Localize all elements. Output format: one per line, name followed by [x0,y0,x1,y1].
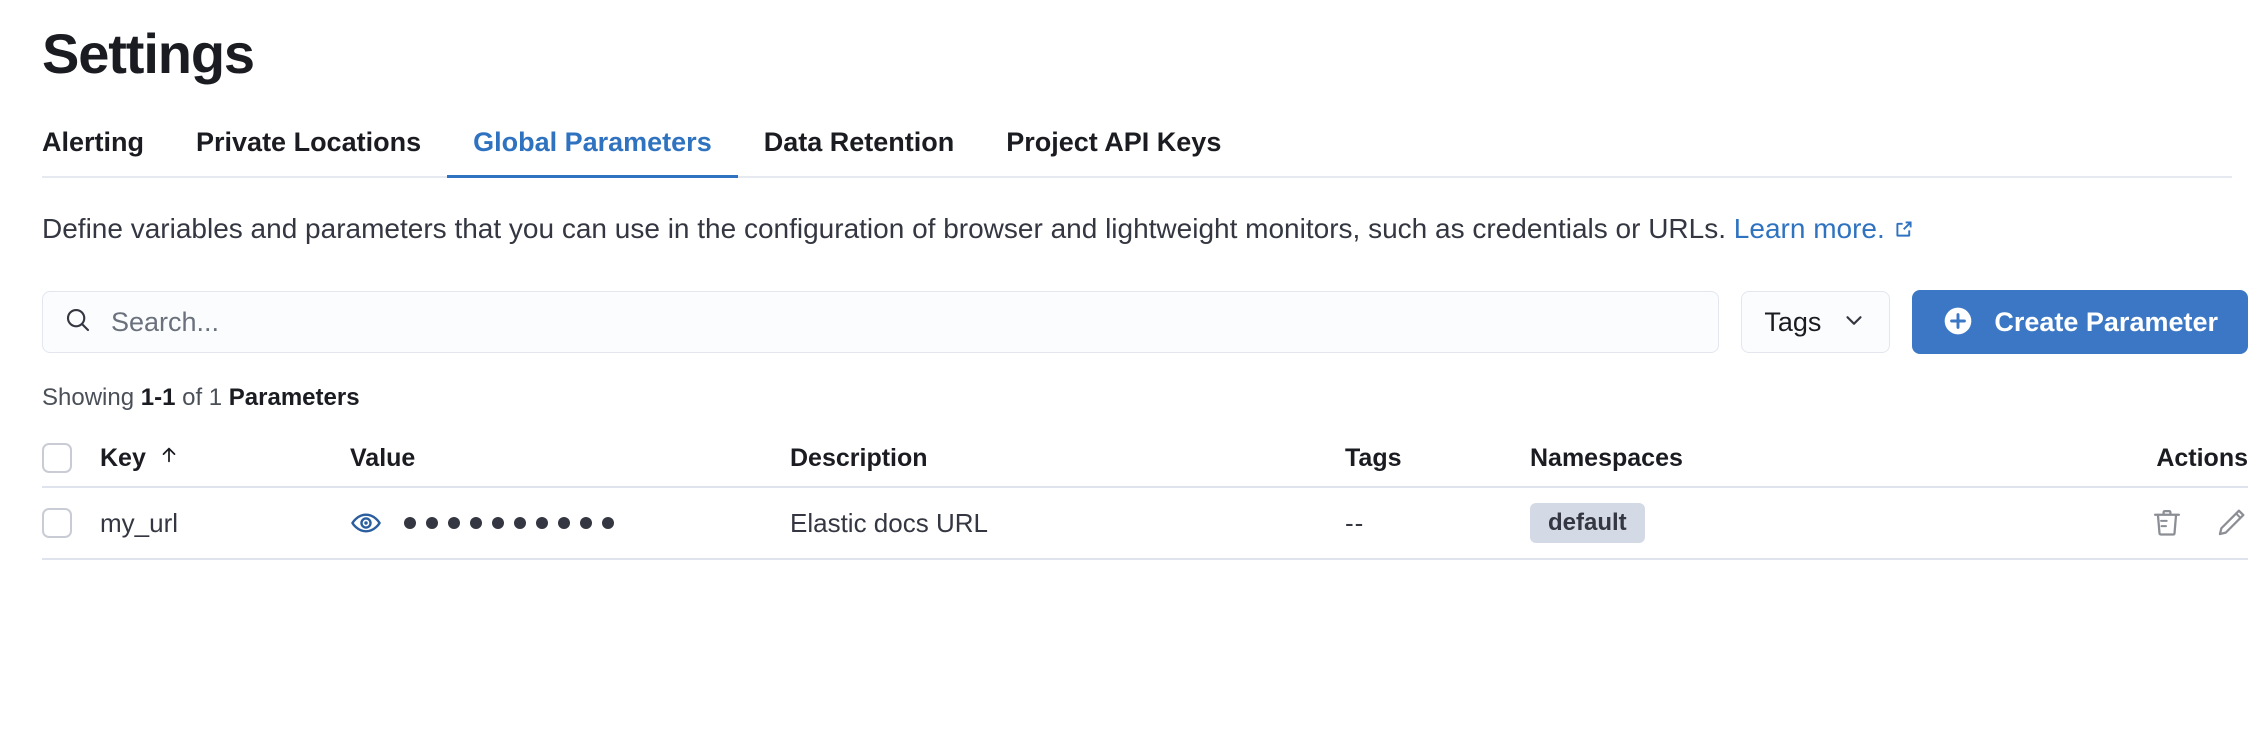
results-count: Showing 1-1 of 1 Parameters [42,384,2238,412]
results-prefix: Showing [42,384,141,412]
column-header-tags[interactable]: Tags [1345,444,1530,473]
tab-label: Project API Keys [1006,127,1222,157]
plus-circle-icon [1942,305,1974,340]
tab-alerting[interactable]: Alerting [42,127,170,176]
tags-filter-label: Tags [1764,306,1822,337]
table-header-row: Key Value Description Tags Namespaces [42,430,2248,489]
row-select-checkbox[interactable] [42,508,72,539]
cell-value [350,507,790,539]
column-header-label: Value [350,443,416,472]
cell-description: Elastic docs URL [790,507,988,538]
table-row[interactable]: my_url Elastic docs URL -- default [42,488,2248,561]
learn-more-link[interactable]: Learn more. [1734,213,1915,244]
column-header-label: Description [790,443,928,472]
masked-value [404,517,614,530]
column-header-key[interactable]: Key [100,444,350,473]
chevron-down-icon [1841,307,1867,338]
column-header-label: Namespaces [1530,443,1683,472]
select-all-cell [42,443,100,474]
cell-key: my_url [100,507,179,538]
create-parameter-label: Create Parameter [1994,306,2218,337]
results-range: 1-1 [140,384,176,412]
tab-label: Alerting [42,127,145,157]
external-link-icon [1893,210,1915,253]
tags-filter-button[interactable]: Tags [1741,291,1891,354]
column-header-value[interactable]: Value [350,444,790,473]
search-input[interactable]: Search... [42,291,1720,354]
tab-data-retention[interactable]: Data Retention [738,127,981,176]
pencil-icon[interactable] [2214,506,2248,540]
column-header-namespaces[interactable]: Namespaces [1530,444,2108,473]
search-placeholder: Search... [111,306,220,337]
cell-actions [2108,506,2248,540]
column-header-label: Tags [1345,443,1402,472]
search-icon [63,305,93,340]
row-select-cell [42,508,100,539]
tab-label: Data Retention [763,127,955,157]
column-header-description[interactable]: Description [790,444,1345,473]
learn-more-label: Learn more. [1733,212,1885,244]
results-noun: Parameters [228,384,360,412]
select-all-checkbox[interactable] [42,443,72,474]
namespace-badge: default [1530,503,1645,544]
cell-tags: -- [1345,507,1365,538]
settings-tabs: Alerting Private Locations Global Parame… [42,127,2232,178]
tab-private-locations[interactable]: Private Locations [170,127,447,176]
description-body: Define variables and parameters that you… [42,212,1727,244]
trash-icon[interactable] [2150,506,2184,540]
description-text: Define variables and parameters that you… [42,208,2162,253]
controls-row: Search... Tags Create Parameter [42,290,2248,355]
column-header-actions: Actions [2108,444,2248,473]
tab-global-parameters[interactable]: Global Parameters [447,127,738,178]
parameters-table: Key Value Description Tags Namespaces [42,430,2248,561]
eye-icon[interactable] [350,507,382,539]
column-header-label: Key [100,443,146,472]
tab-label: Global Parameters [473,127,712,157]
page-title: Settings [42,22,255,85]
tab-project-api-keys[interactable]: Project API Keys [980,127,1247,176]
cell-namespaces: default [1530,503,2108,544]
results-middle: of 1 [175,384,229,412]
tab-label: Private Locations [196,127,422,157]
column-header-label: Actions [2156,443,2248,472]
arrow-up-icon [158,444,180,473]
create-parameter-button[interactable]: Create Parameter [1912,290,2248,355]
